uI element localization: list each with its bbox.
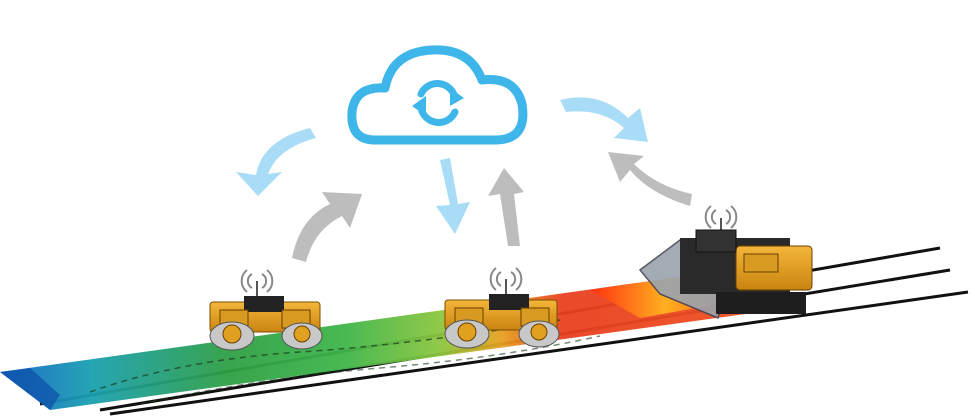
wireless-signal-icon [489, 267, 523, 291]
arrow-down-left-icon [236, 128, 316, 196]
compactor-roller-1 [209, 269, 323, 351]
wireless-signal-icon [240, 269, 274, 293]
data-down-arrows [236, 97, 648, 234]
arrow-up-right-icon [608, 152, 692, 206]
arrow-up-center-icon [488, 168, 524, 246]
wireless-signal-icon [704, 205, 738, 229]
data-up-arrows [292, 152, 692, 262]
arrow-down-right-icon [560, 97, 648, 142]
cloud-sync-icon [347, 45, 528, 145]
temperature-map-road [0, 272, 760, 410]
compactor-roller-2 [444, 267, 560, 349]
arrow-down-center-icon [436, 158, 470, 234]
arrow-up-left-icon [292, 192, 362, 262]
asphalt-paver [638, 205, 813, 320]
